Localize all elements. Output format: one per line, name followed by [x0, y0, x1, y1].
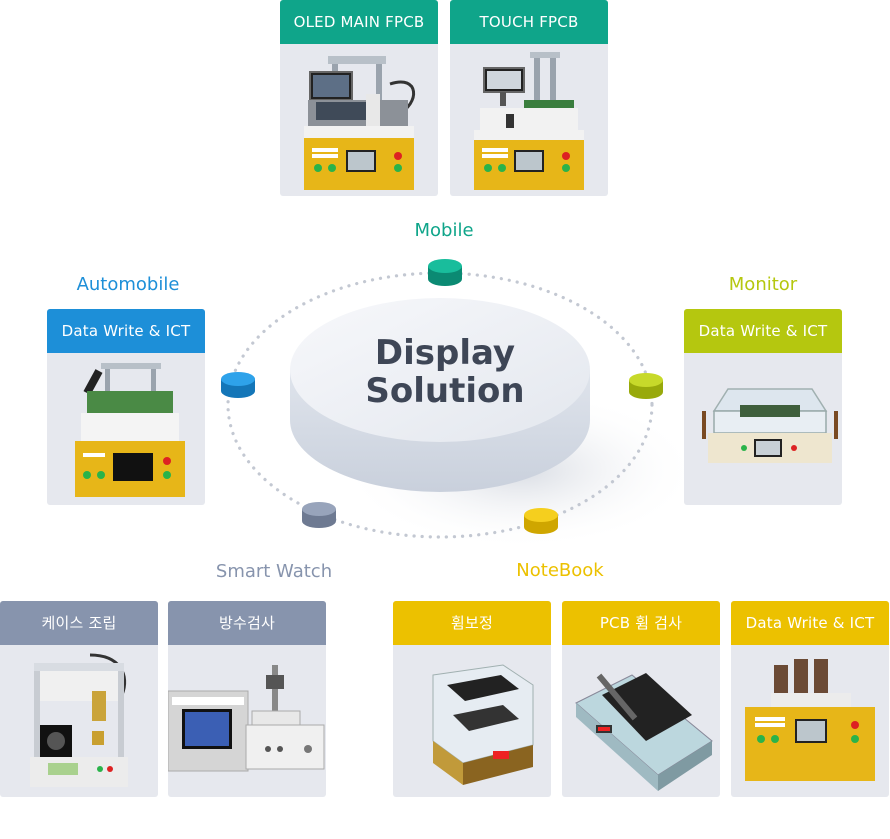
product-card-oled-main-fpcb[interactable]: OLED MAIN FPCB — [280, 0, 438, 196]
card-label: 방수검사 — [168, 601, 326, 645]
category-automobile: Automobile — [76, 274, 180, 295]
product-image — [393, 645, 551, 797]
product-image — [562, 645, 720, 797]
product-card-touch-fpcb[interactable]: TOUCH FPCB — [450, 0, 608, 196]
smartwatch-puck — [302, 502, 336, 528]
product-image — [280, 44, 438, 196]
card-label: PCB 휨 검사 — [562, 601, 720, 645]
category-smartwatch: Smart Watch — [215, 561, 333, 582]
card-label: 휨보정 — [393, 601, 551, 645]
hub-title-line2: Solution — [365, 371, 525, 411]
automobile-puck — [221, 372, 255, 398]
product-image — [731, 645, 889, 797]
card-label: Data Write & ICT — [684, 309, 842, 353]
category-notebook: NoteBook — [516, 560, 604, 581]
product-card-warp-correction[interactable]: 휨보정 — [393, 601, 551, 797]
product-image — [684, 353, 842, 505]
product-image — [47, 353, 205, 505]
category-mobile: Mobile — [414, 220, 474, 241]
product-image — [168, 645, 326, 797]
hub-title: Display Solution — [330, 334, 560, 410]
product-card-automobile-data-write-ict[interactable]: Data Write & ICT — [47, 309, 205, 505]
notebook-puck — [524, 508, 558, 534]
product-card-pcb-warp-inspection[interactable]: PCB 휨 검사 — [562, 601, 720, 797]
orbit-ring — [226, 271, 654, 539]
product-image — [0, 645, 158, 797]
product-card-waterproof-test[interactable]: 방수검사 — [168, 601, 326, 797]
monitor-puck — [629, 373, 663, 399]
card-label: TOUCH FPCB — [450, 0, 608, 44]
mobile-puck — [428, 259, 462, 286]
card-label: Data Write & ICT — [731, 601, 889, 645]
product-card-monitor-data-write-ict[interactable]: Data Write & ICT — [684, 309, 842, 505]
card-label: 케이스 조립 — [0, 601, 158, 645]
hub-title-line1: Display — [374, 333, 516, 373]
product-card-notebook-data-write-ict[interactable]: Data Write & ICT — [731, 601, 889, 797]
category-monitor: Monitor — [728, 274, 798, 295]
card-label: Data Write & ICT — [47, 309, 205, 353]
product-card-case-assembly[interactable]: 케이스 조립 — [0, 601, 158, 797]
hub-disc-top — [290, 298, 590, 442]
product-image — [450, 44, 608, 196]
card-label: OLED MAIN FPCB — [280, 0, 438, 44]
